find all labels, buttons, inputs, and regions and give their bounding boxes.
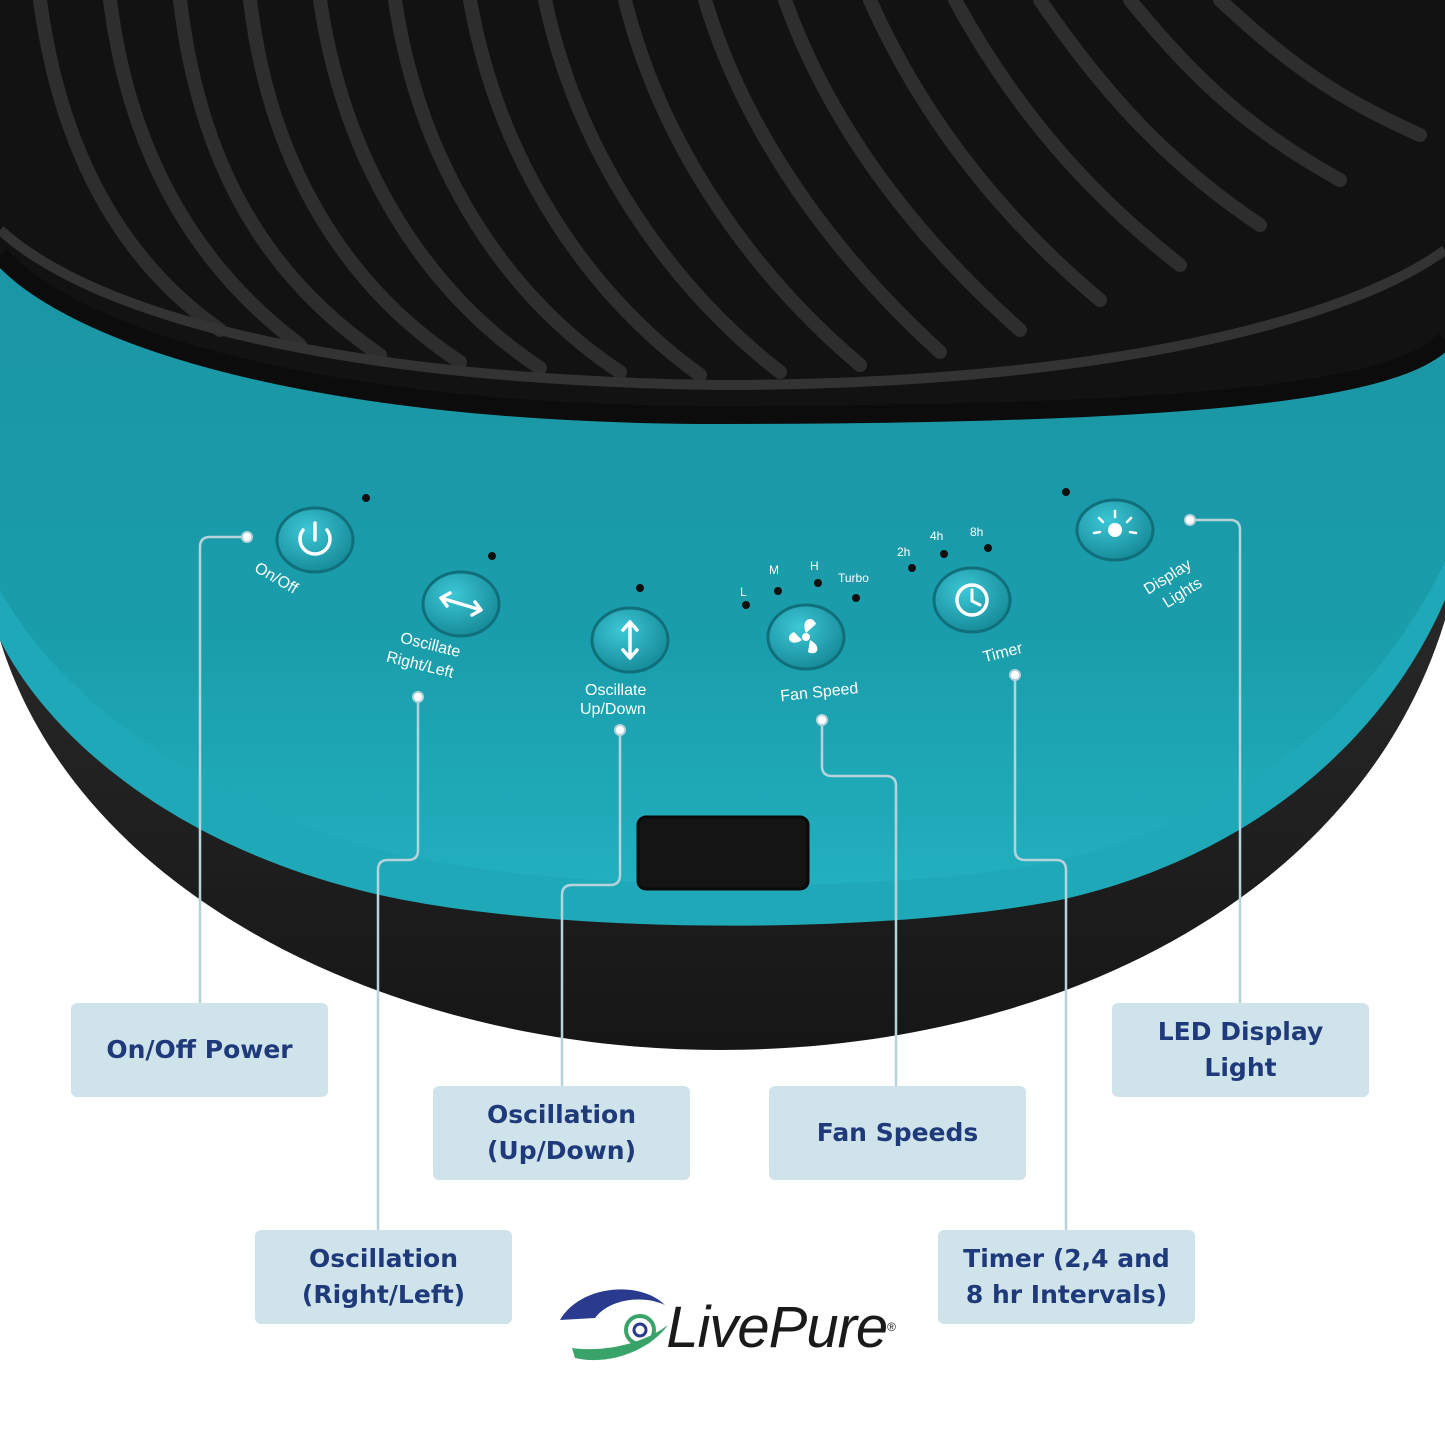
- oscillate-right-left-button[interactable]: [421, 570, 501, 638]
- speed-level-l: L: [740, 585, 747, 599]
- display-window: [636, 815, 810, 891]
- power-button[interactable]: [275, 506, 355, 574]
- speed-level-turbo: Turbo: [838, 571, 869, 585]
- callout-line: (Up/Down): [487, 1136, 636, 1165]
- callout-line: 8 hr Intervals): [965, 1280, 1168, 1309]
- callout-line: Fan Speeds: [816, 1118, 979, 1147]
- callout-timer: Timer (2,4 and 8 hr Intervals): [938, 1230, 1195, 1324]
- speed-level-m: M: [769, 563, 779, 577]
- display-lights-button[interactable]: [1075, 498, 1155, 562]
- timer-button[interactable]: [932, 566, 1012, 634]
- timer-level-4h: 4h: [930, 529, 943, 543]
- timer-level-2h: 2h: [897, 545, 910, 559]
- callout-line: LED Display: [1157, 1017, 1324, 1046]
- leader-lines: [198, 518, 1242, 1230]
- callout-line: Oscillation: [308, 1244, 459, 1273]
- oscillate-up-down-button[interactable]: [590, 606, 670, 674]
- callout-fan-speeds: Fan Speeds: [769, 1086, 1026, 1180]
- fan-speed-button[interactable]: [766, 603, 846, 671]
- osc-ud-panel-label-2: Up/Down: [580, 701, 646, 718]
- livepure-logo: LivePure ®: [556, 1282, 896, 1372]
- callout-led-display-light: LED Display Light: [1112, 1003, 1369, 1097]
- callout-oscillation-up-down: Oscillation (Up/Down): [433, 1086, 690, 1180]
- livepure-logo-swirl: [560, 1289, 668, 1361]
- callout-line: Light: [1204, 1053, 1277, 1082]
- callout-line: Oscillation: [486, 1100, 637, 1129]
- osc-ud-panel-label-1: Oscillate: [585, 682, 646, 699]
- fan-grill: [0, 0, 1445, 410]
- registered-mark: ®: [887, 1320, 896, 1334]
- logo-text: LivePure: [666, 1294, 888, 1360]
- timer-level-8h: 8h: [970, 525, 983, 539]
- callout-line: (Right/Left): [301, 1280, 466, 1309]
- speed-level-h: H: [810, 559, 819, 573]
- callout-line: Timer (2,4 and: [963, 1244, 1170, 1273]
- callout-oscillation-right-left: Oscillation (Right/Left): [255, 1230, 512, 1324]
- callout-line: On/Off Power: [106, 1035, 293, 1064]
- callout-on-off-power: On/Off Power: [71, 1003, 328, 1097]
